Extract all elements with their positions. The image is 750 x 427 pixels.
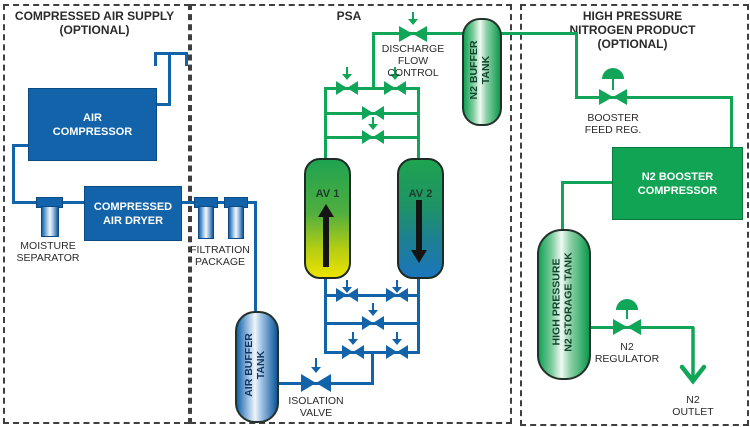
filtration-package-label: FILTRATION PACKAGE: [190, 244, 250, 268]
valve-actuator-arrow-icon: [408, 12, 418, 25]
hp-n2-storage-tank-label: HIGH PRESSURE N2 STORAGE TANK: [550, 252, 575, 352]
pipe-segment: [324, 87, 327, 159]
up-arrow-icon: [318, 204, 334, 267]
exhaust-valve-icon: [342, 345, 364, 359]
pipe-segment: [254, 201, 257, 313]
pipe-segment: [168, 52, 171, 106]
regulator-stem-icon: [626, 310, 628, 319]
zone-compressed-air-supply: [3, 4, 190, 424]
discharge-flow-control-valve-icon: [399, 26, 427, 42]
pipe-segment: [324, 274, 327, 354]
isolation-valve-label: ISOLATION VALVE: [288, 395, 344, 419]
feed-valve-icon: [386, 288, 408, 302]
n2-buffer-tank: [462, 18, 502, 126]
air-compressor-box: AIR COMPRESSOR: [28, 88, 157, 161]
n2-booster-compressor-box: N2 BOOSTER COMPRESSOR: [612, 147, 743, 220]
valve-actuator-arrow-icon: [392, 280, 402, 293]
valve-actuator-arrow-icon: [342, 280, 352, 293]
pipe-segment: [575, 96, 733, 99]
down-arrow-icon: [411, 200, 427, 263]
exhaust-valve-icon: [386, 345, 408, 359]
hp-product-title: HIGH PRESSURE NITROGEN PRODUCT (OPTIONAL…: [569, 9, 696, 51]
equalization-valve-icon: [362, 130, 384, 144]
pipe-segment: [730, 96, 733, 149]
n2-regulator-label: N2 REGULATOR: [594, 341, 660, 365]
valve-actuator-arrow-icon: [368, 117, 378, 130]
product-valve-icon: [336, 81, 358, 95]
pipe-segment: [12, 144, 29, 147]
regulator-dome-icon: [616, 299, 638, 310]
pipe-segment: [372, 33, 375, 89]
n2-outlet-label: N2 OUTLET: [672, 394, 714, 418]
air-supply-title: COMPRESSED AIR SUPPLY (OPTIONAL): [3, 9, 186, 37]
pipe-segment: [498, 32, 578, 35]
zone-high-pressure-product: [520, 4, 749, 426]
regulator-dome-icon: [602, 68, 624, 79]
valve-actuator-arrow-icon: [348, 332, 358, 345]
n2-regulator-valve-icon: [613, 319, 641, 335]
feed-valve-icon: [336, 288, 358, 302]
zone-psa: [190, 4, 512, 424]
n2-buffer-tank-label: N2 BUFFER TANK: [468, 40, 492, 100]
booster-feed-reg-label: BOOSTER FEED REG.: [584, 112, 642, 136]
pipe-segment: [575, 32, 578, 99]
air-buffer-tank: [235, 311, 279, 423]
pipe-segment: [417, 274, 420, 354]
pipe-segment: [180, 201, 257, 204]
pipe-segment: [371, 351, 374, 385]
air-buffer-tank-label: AIR BUFFER TANK: [243, 333, 267, 397]
valve-actuator-arrow-icon: [311, 358, 321, 373]
pipe-bridge-stub: [185, 52, 188, 66]
n2-outlet-arrow-icon: [679, 327, 707, 385]
filter-body-icon: [228, 206, 244, 239]
pipe-segment: [324, 294, 420, 297]
pipe-segment: [417, 87, 420, 159]
filter-body-icon: [198, 206, 214, 239]
pipe-segment: [561, 181, 564, 232]
valve-actuator-arrow-icon: [392, 332, 402, 345]
air-supply-title-line1: COMPRESSED AIR SUPPLY: [14, 9, 175, 23]
isolation-valve-icon: [301, 374, 331, 392]
moisture-separator-body-icon: [41, 206, 59, 237]
valve-actuator-arrow-icon: [368, 303, 378, 316]
pipe-segment: [155, 103, 171, 106]
moisture-separator-label: MOISTURE SEPARATOR: [16, 240, 80, 264]
air-supply-title-line2: (OPTIONAL): [59, 23, 130, 37]
psa-title: PSA: [336, 9, 362, 23]
discharge-flow-control-label: DISCHARGE FLOW CONTROL: [381, 43, 445, 79]
pipe-bridge: [154, 52, 188, 55]
pipe-segment: [12, 144, 15, 204]
air-dryer-box: COMPRESSED AIR DRYER: [84, 186, 182, 241]
equalization-valve-icon: [362, 106, 384, 120]
booster-feed-reg-valve-icon: [599, 89, 627, 105]
pipe-bridge-stub: [154, 52, 157, 66]
regulator-stem-icon: [612, 79, 614, 90]
valve-actuator-arrow-icon: [342, 67, 352, 80]
pipe-segment: [561, 181, 613, 184]
feed-valve-icon: [362, 316, 384, 330]
pipe-segment: [324, 351, 420, 354]
valve-actuator-arrow-icon: [390, 67, 400, 80]
product-valve-icon: [384, 81, 406, 95]
hp-n2-storage-tank: [537, 229, 591, 380]
